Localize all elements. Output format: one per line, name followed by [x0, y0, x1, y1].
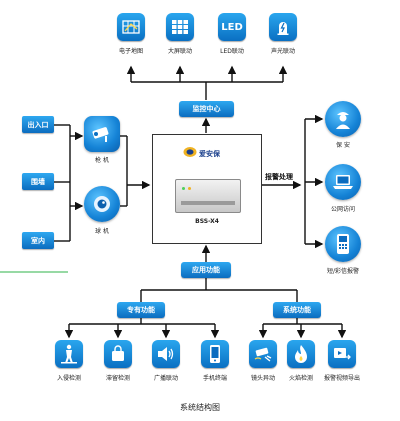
top-output-label: 大屏联动 — [167, 48, 192, 55]
video-wall-icon — [166, 13, 194, 41]
camera-label: 球 机 — [95, 228, 109, 235]
camera-label: 枪 机 — [95, 157, 109, 164]
input-entrance: 出入口 — [22, 116, 54, 133]
bottom-item-label: 报警视频导出 — [323, 375, 360, 382]
input-indoor: 室内 — [22, 232, 54, 249]
app-functions-label: 应用功能 — [181, 262, 231, 278]
center-device-panel: 爱安保 BSS-X4 — [152, 134, 262, 244]
system-functions-label: 系统功能 — [273, 302, 321, 318]
diagram-caption: 系统结构图 — [180, 403, 220, 412]
bullet-camera-icon — [84, 116, 120, 152]
device-logo: 爱安保 — [199, 150, 220, 158]
dedicated-functions-label: 专有功能 — [117, 302, 165, 318]
right-output-label: 短/彩信报警 — [326, 268, 360, 275]
flame-icon — [287, 340, 315, 368]
camera-tamper-icon — [249, 340, 277, 368]
bottom-item-label: 火焰检测 — [288, 375, 313, 382]
device-image — [175, 179, 241, 213]
right-output-label: 公网访问 — [330, 206, 355, 213]
top-output-label: LED联动 — [220, 48, 244, 55]
video-export-icon — [328, 340, 356, 368]
device-model: BSS-X4 — [195, 218, 219, 225]
map-icon — [117, 13, 145, 41]
security-guard-icon — [325, 101, 361, 137]
bottom-item-label: 手机终端 — [202, 375, 227, 382]
bottom-item-label: 广播联动 — [153, 375, 178, 382]
speaker-icon — [152, 340, 180, 368]
input-wall: 围墙 — [22, 173, 54, 190]
logo-icon — [183, 147, 197, 157]
right-output-label: 保 安 — [336, 142, 350, 149]
phone-terminal-icon — [201, 340, 229, 368]
laptop-icon — [325, 164, 361, 200]
alarm-handling-label: 报警处理 — [265, 173, 293, 181]
top-output-label: 声光联动 — [270, 48, 295, 55]
led-icon: LED — [218, 13, 246, 41]
dome-camera-icon — [84, 186, 120, 222]
siren-icon — [269, 13, 297, 41]
bottom-item-label: 入侵检测 — [56, 375, 81, 382]
mobile-phone-icon — [325, 226, 361, 262]
bottom-item-label: 滞留检测 — [105, 375, 130, 382]
bag-icon — [104, 340, 132, 368]
intrusion-icon — [55, 340, 83, 368]
top-output-label: 电子地图 — [118, 48, 143, 55]
monitor-center-label: 监控中心 — [179, 101, 234, 117]
bottom-item-label: 镜头异动 — [250, 375, 275, 382]
